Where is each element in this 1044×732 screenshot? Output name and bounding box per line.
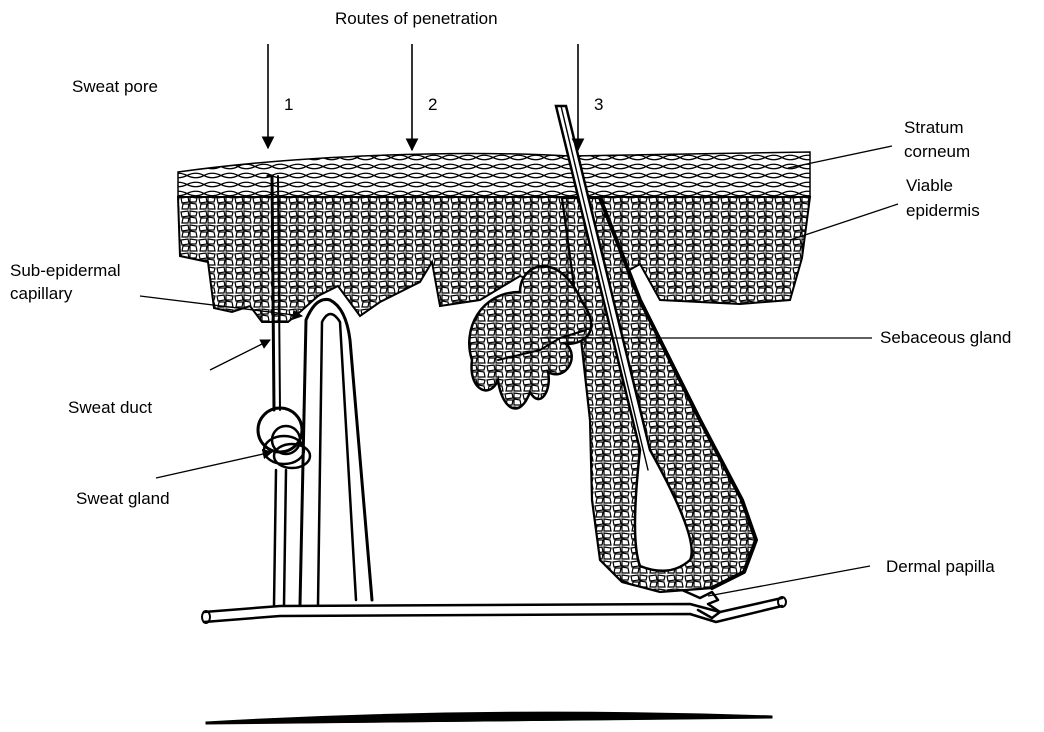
leader-sweat-gland [156,452,272,478]
label-viable-epidermis-line2: epidermis [906,201,980,220]
label-sweat-duct: Sweat duct [68,398,152,417]
label-stratum-corneum-line1: Stratum [904,118,964,137]
bottom-wedge [206,712,772,724]
diagram-title: Routes of penetration [335,9,498,28]
label-sub-epidermal-capillary-line1: Sub-epidermal [10,261,121,280]
deep-vessel [204,598,782,622]
leader-sweat-duct [210,340,270,370]
route-2-number: 2 [428,95,437,114]
label-sweat-pore: Sweat pore [72,77,158,96]
label-sub-epidermal-capillary-line2: capillary [10,284,73,303]
label-viable-epidermis-line1: Viable [906,176,953,195]
sub-epidermal-capillary-loop [300,299,372,605]
label-sebaceous-gland: Sebaceous gland [880,328,1011,347]
route-1-number: 1 [284,95,293,114]
label-dermal-papilla: Dermal papilla [886,557,995,576]
label-stratum-corneum-line2: corneum [904,142,970,161]
label-sweat-gland: Sweat gland [76,489,170,508]
route-3-number: 3 [594,95,603,114]
